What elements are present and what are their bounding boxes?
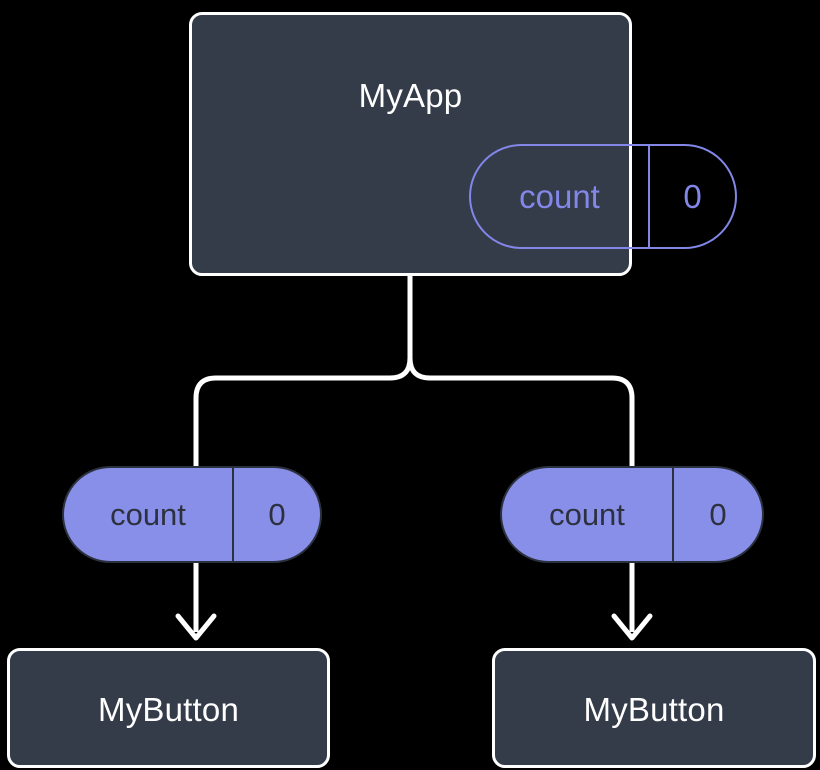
state-pill-myapp-count[interactable]: count 0 — [469, 144, 737, 249]
props-pill-key: count — [549, 496, 625, 532]
component-box-myapp[interactable]: MyApp count 0 — [189, 12, 737, 276]
props-pill-key: count — [110, 496, 186, 532]
component-box-mybutton-left[interactable]: MyButton — [7, 648, 330, 768]
arrowhead-right-icon — [611, 613, 653, 641]
props-pill-value: 0 — [672, 468, 762, 561]
state-pill-value: 0 — [648, 146, 735, 247]
arrowhead-left-icon — [175, 613, 217, 641]
component-label-mybutton-right: MyButton — [583, 691, 725, 728]
component-label-myapp: MyApp — [358, 77, 463, 114]
props-pill-value: 0 — [232, 468, 320, 561]
state-pill-key: count — [519, 177, 600, 215]
props-pill-left-count[interactable]: count 0 — [62, 466, 322, 563]
props-pill-right-count[interactable]: count 0 — [500, 466, 764, 563]
component-label-mybutton-left: MyButton — [98, 691, 239, 728]
component-box-mybutton-right[interactable]: MyButton — [492, 648, 816, 768]
